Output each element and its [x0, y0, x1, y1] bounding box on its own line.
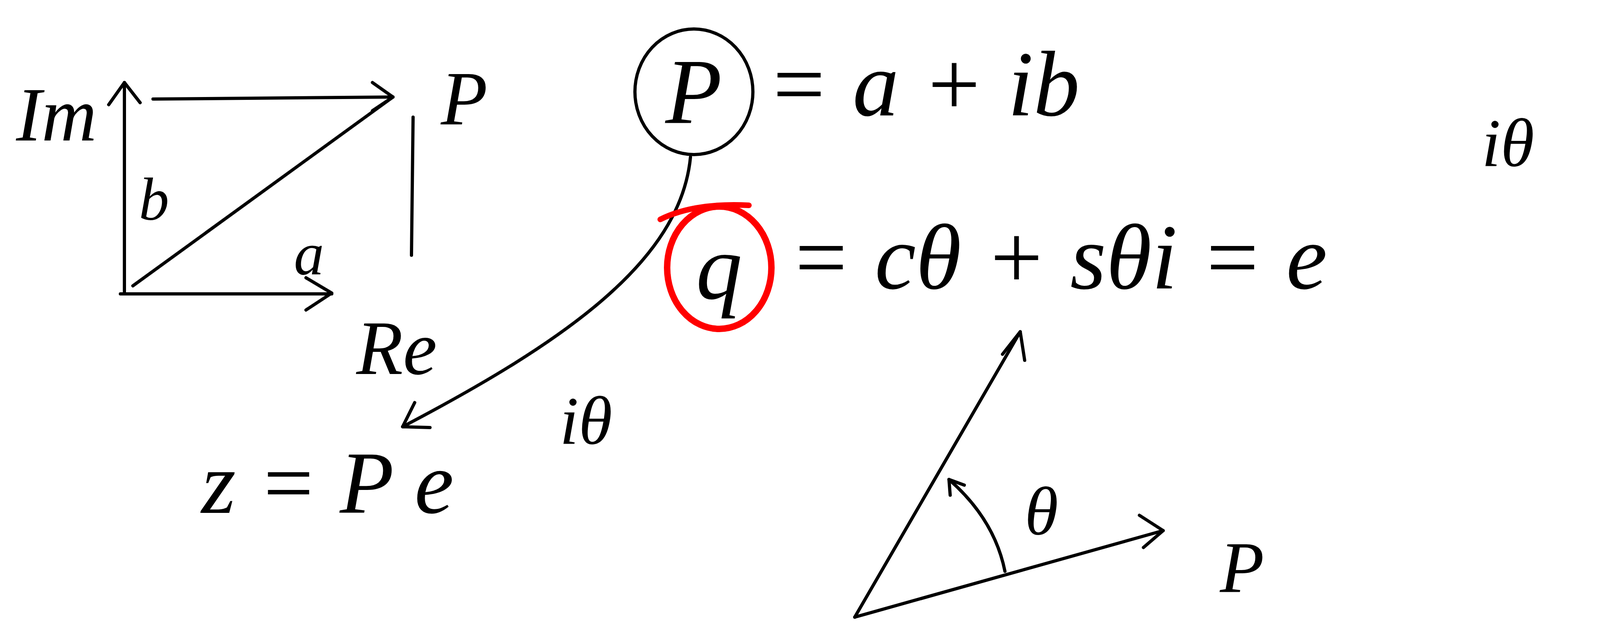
pointer-curve — [402, 157, 691, 427]
side-label: b — [138, 169, 170, 230]
exponent: iθ — [1481, 108, 1535, 178]
axis-arrowhead — [108, 82, 141, 105]
circled-symbol: P — [633, 27, 755, 157]
angle-arc — [948, 479, 1005, 572]
arrowhead — [948, 479, 965, 496]
axis-label: Re — [356, 310, 437, 387]
symbol: q — [696, 221, 743, 315]
ray — [854, 331, 1021, 618]
side-label: a — [293, 223, 325, 284]
point-label: P — [1219, 531, 1265, 604]
exponent: iθ — [559, 386, 613, 455]
projection-line — [411, 117, 414, 256]
symbol: P — [665, 45, 723, 139]
real-axis — [120, 292, 332, 296]
arrowhead — [402, 402, 430, 428]
equation: = a + ib — [766, 38, 1080, 131]
equation: z = P e — [201, 438, 454, 528]
vector-line — [132, 97, 393, 286]
circled-symbol: q — [663, 203, 775, 333]
arrowhead — [1139, 515, 1164, 548]
ray — [854, 530, 1164, 618]
projection-line — [152, 97, 393, 100]
angle-label: θ — [1024, 477, 1059, 546]
arrowhead — [372, 82, 393, 111]
imaginary-axis — [122, 82, 127, 294]
equation: = cθ + sθi = e — [789, 211, 1328, 304]
point-label: P — [440, 60, 488, 137]
arrowhead — [1002, 331, 1025, 361]
axis-label: Im — [16, 76, 97, 153]
